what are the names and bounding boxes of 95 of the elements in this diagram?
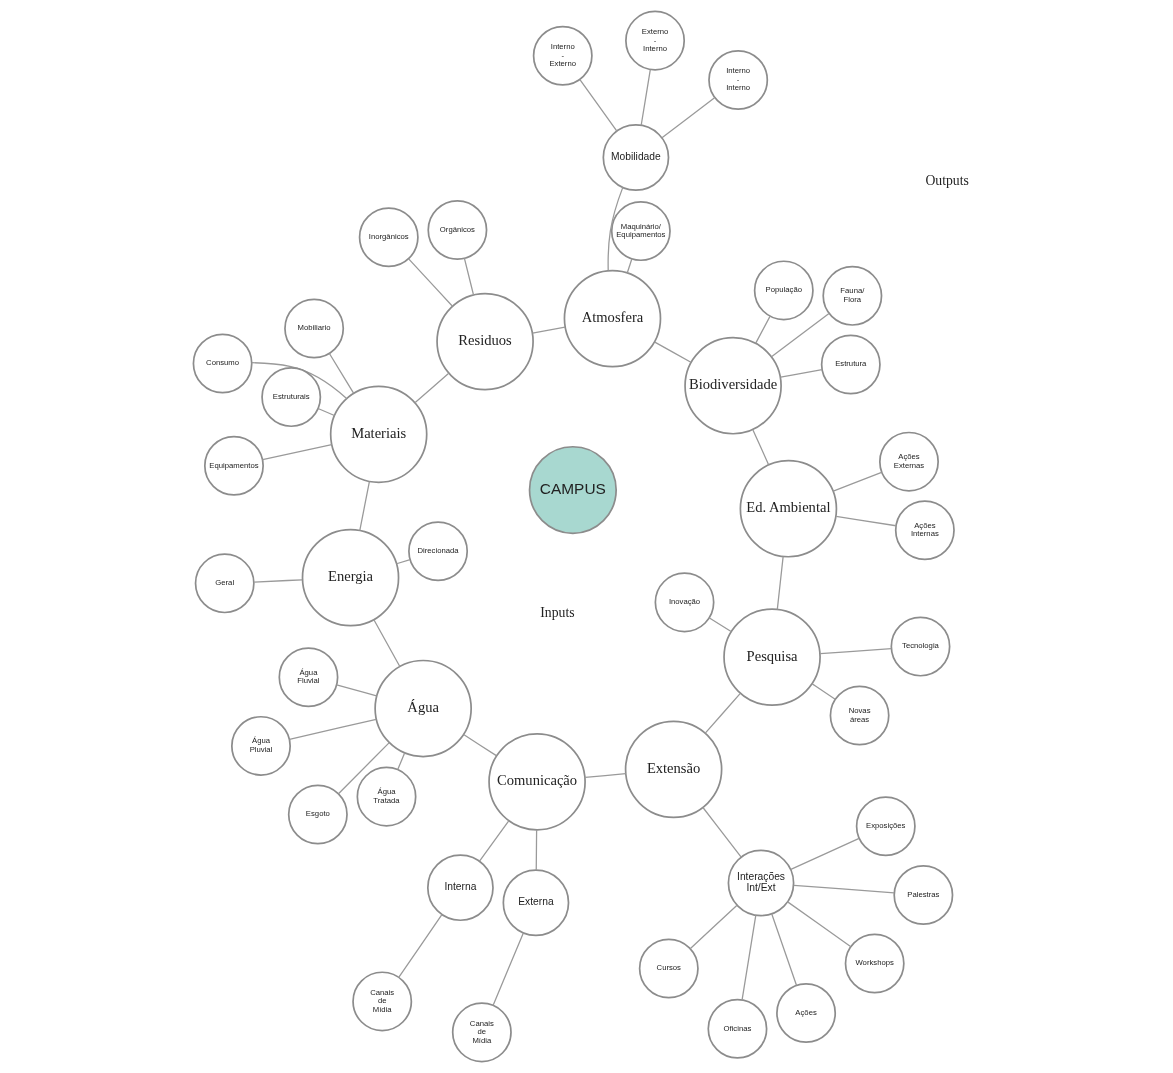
connector (607, 186, 623, 272)
node-circle: Inorgânicos (358, 207, 419, 268)
connector (395, 559, 411, 565)
connector (250, 362, 347, 400)
node-circle: Tecnologia (889, 616, 950, 677)
connector (372, 619, 400, 668)
node-circle: Interna (426, 854, 494, 922)
node-circle: Maquinário/ Equipamentos (610, 201, 671, 262)
connector (478, 820, 509, 862)
node-circle: Materiais (329, 385, 428, 484)
node-circle: Ações Internas (894, 500, 955, 561)
connector (531, 326, 566, 334)
node-circle: Palestras (892, 864, 953, 925)
connector (584, 773, 626, 779)
node-circle: Água (373, 659, 472, 758)
connector (640, 68, 651, 126)
node-circle: Ações Externas (878, 431, 939, 492)
connector (789, 837, 860, 871)
connector (653, 341, 692, 363)
connector (832, 471, 882, 492)
connector (358, 481, 370, 532)
connector (770, 312, 830, 358)
connector (288, 718, 377, 740)
node-circle: Biodiversidade (683, 336, 782, 435)
node-circle: Exposições (855, 796, 916, 857)
node-circle: População (753, 260, 814, 321)
node-circle: Canais de Mídia (451, 1002, 512, 1063)
node-circle: Comunicação (487, 732, 586, 831)
node-circle: Pesquisa (722, 608, 821, 706)
node-circle: Novas áreas (829, 685, 890, 746)
node-circle: Inovação (654, 572, 715, 633)
node-circle: Oficinas (706, 998, 767, 1059)
node-circle: Mobiliario (283, 298, 344, 359)
connector (492, 932, 524, 1006)
connector (462, 733, 497, 757)
connector (811, 683, 836, 700)
node-circle: Externo - Interno (624, 10, 685, 71)
connector (535, 829, 537, 871)
node-circle: Interno - Interno (707, 49, 768, 110)
connector (261, 443, 332, 461)
label: Outputs (924, 173, 969, 189)
node-circle: Estrutura (820, 334, 881, 395)
node-circle: Energia (301, 528, 399, 627)
node-circle: Água Fluvial (277, 647, 338, 708)
connector (792, 884, 895, 894)
connector (463, 257, 474, 296)
connector (701, 806, 742, 858)
connector (819, 648, 892, 655)
node-circle: Esgoto (287, 784, 348, 845)
node-circle: Canais de Mídia (351, 971, 412, 1032)
connector (660, 97, 715, 139)
connector (397, 913, 443, 978)
connector (337, 742, 390, 795)
connector (776, 556, 784, 610)
connector (335, 684, 377, 697)
node-circle: Fauna/ Flora (821, 265, 882, 326)
node-circle: Interações Int/Ext (727, 849, 794, 917)
connector (779, 369, 823, 378)
connector (786, 901, 851, 948)
node-circle: Atmosfera (563, 269, 661, 368)
connector (835, 515, 897, 527)
node-circle: Consumo (192, 333, 253, 394)
node-circle: Direcionada (407, 521, 468, 582)
connector (396, 752, 405, 771)
node-circle: Orgânicos (426, 199, 487, 260)
connector (407, 258, 453, 307)
label: Inputs (539, 605, 575, 621)
node-circle: Extensão (624, 720, 722, 819)
connector (704, 692, 741, 734)
connector (626, 258, 632, 274)
connector (316, 407, 335, 417)
connector (252, 579, 303, 583)
node-circle: Água Tratada (356, 766, 416, 827)
node-circle: Workshops (844, 933, 905, 994)
connector (328, 352, 354, 394)
connector (708, 617, 732, 633)
connector (751, 429, 769, 466)
node-circle: Ed. Ambiental (739, 459, 837, 558)
node-circle: Mobilidade (601, 124, 669, 191)
connector (740, 914, 756, 1001)
node-circle: Estruturais (260, 367, 321, 428)
node-circle: Externa (502, 869, 569, 937)
connector (689, 904, 738, 950)
connector (578, 78, 617, 132)
node-circle: Geral (194, 553, 255, 614)
node-circle: Ações (775, 982, 836, 1043)
node-circle: Equipamentos (203, 435, 264, 496)
connector (770, 913, 797, 986)
connector (754, 315, 771, 344)
connector (414, 372, 449, 404)
node-circle: Interno - Externo (532, 25, 593, 86)
node-circle: Cursos (638, 938, 699, 999)
node-circle: CAMPUS (528, 445, 617, 535)
node-circle: Água Pluvial (230, 715, 291, 776)
node-circle: Residuos (435, 292, 534, 391)
